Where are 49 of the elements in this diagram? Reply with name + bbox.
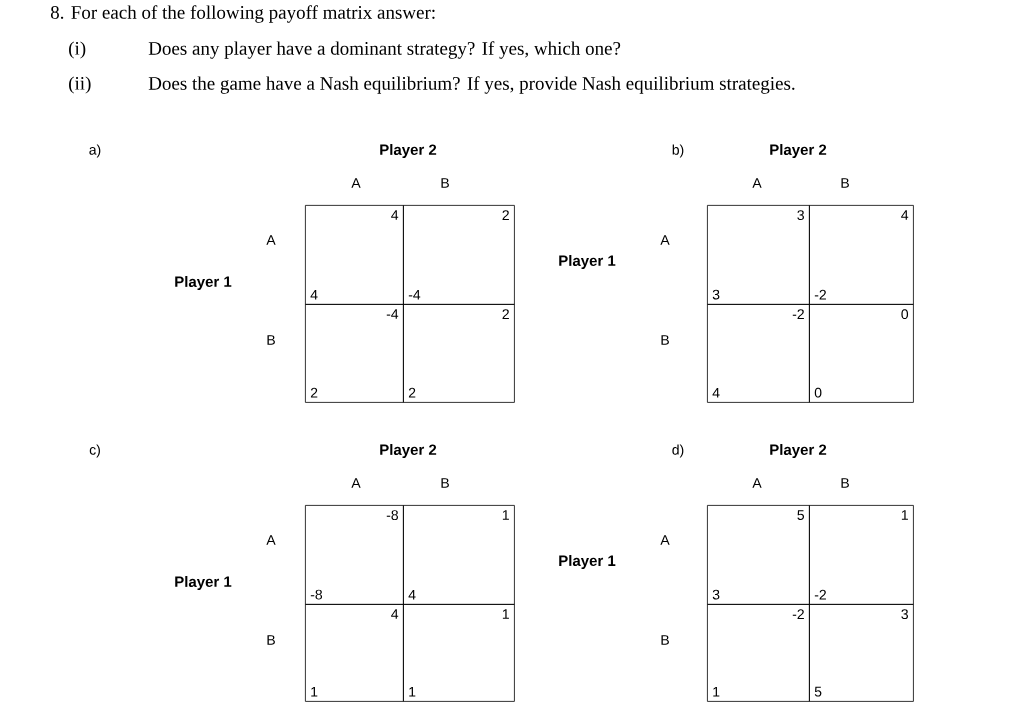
payoff-cell: 5 3 [707, 505, 810, 605]
payoff-cell: 4 -2 [809, 205, 914, 305]
panel-letter: a) [89, 144, 101, 158]
player-label: Player 2 [380, 144, 437, 158]
payoff-cell: 2 2 [403, 304, 515, 403]
payoff-cell: 3 3 [707, 205, 810, 305]
strategy-label: A [266, 235, 276, 245]
player-label: Player 2 [380, 444, 437, 458]
payoff-cell: -4 2 [305, 304, 404, 403]
payoff-cell: 4 1 [305, 604, 404, 702]
strategy-label: B [267, 635, 275, 645]
item-number: (ii) [69, 76, 91, 94]
payoff-cell: 3 5 [809, 604, 914, 702]
strategy-label: A [351, 178, 361, 188]
payoff-cell: 1 4 [403, 505, 515, 605]
payoff-cell: -2 4 [707, 304, 810, 403]
strategy-label: A [660, 535, 670, 545]
question-text: Does the game have a Nash equilibrium? If yes, provide Nash equilibrium strategies. [148, 76, 795, 94]
strategy-label: B [267, 335, 275, 345]
strategy-label: A [752, 178, 762, 188]
strategy-label: B [661, 335, 669, 345]
question-text: Does any player have a dominant strategy? If yes, which one? [148, 41, 621, 59]
panel-letter: b) [672, 144, 684, 158]
player-label: Player 1 [175, 276, 232, 290]
strategy-label: B [441, 478, 449, 488]
item-number: (i) [69, 41, 86, 59]
payoff-cell: 1 -2 [809, 505, 914, 605]
strategy-label: A [266, 535, 276, 545]
strategy-label: A [660, 235, 670, 245]
panel-letter: d) [672, 444, 684, 458]
strategy-label: B [841, 178, 849, 188]
player-label: Player 2 [770, 144, 827, 158]
question-heading: 8. For each of the following payoff matrix answer: [50, 5, 435, 23]
payoff-cell: -2 1 [707, 604, 810, 702]
payoff-cell: 1 1 [403, 604, 515, 702]
strategy-label: B [441, 178, 449, 188]
strategy-label: B [661, 635, 669, 645]
panel-letter: c) [89, 444, 100, 458]
strategy-label: A [752, 478, 762, 488]
payoff-cell: -8 -8 [305, 505, 404, 605]
player-label: Player 1 [175, 576, 232, 590]
player-label: Player 1 [559, 555, 616, 569]
payoff-cell: 2 -4 [403, 205, 515, 305]
payoff-cell: 4 4 [305, 205, 404, 305]
payoff-cell: 0 0 [809, 304, 914, 403]
strategy-label: A [351, 478, 361, 488]
player-label: Player 1 [559, 255, 616, 269]
player-label: Player 2 [770, 444, 827, 458]
strategy-label: B [841, 478, 849, 488]
